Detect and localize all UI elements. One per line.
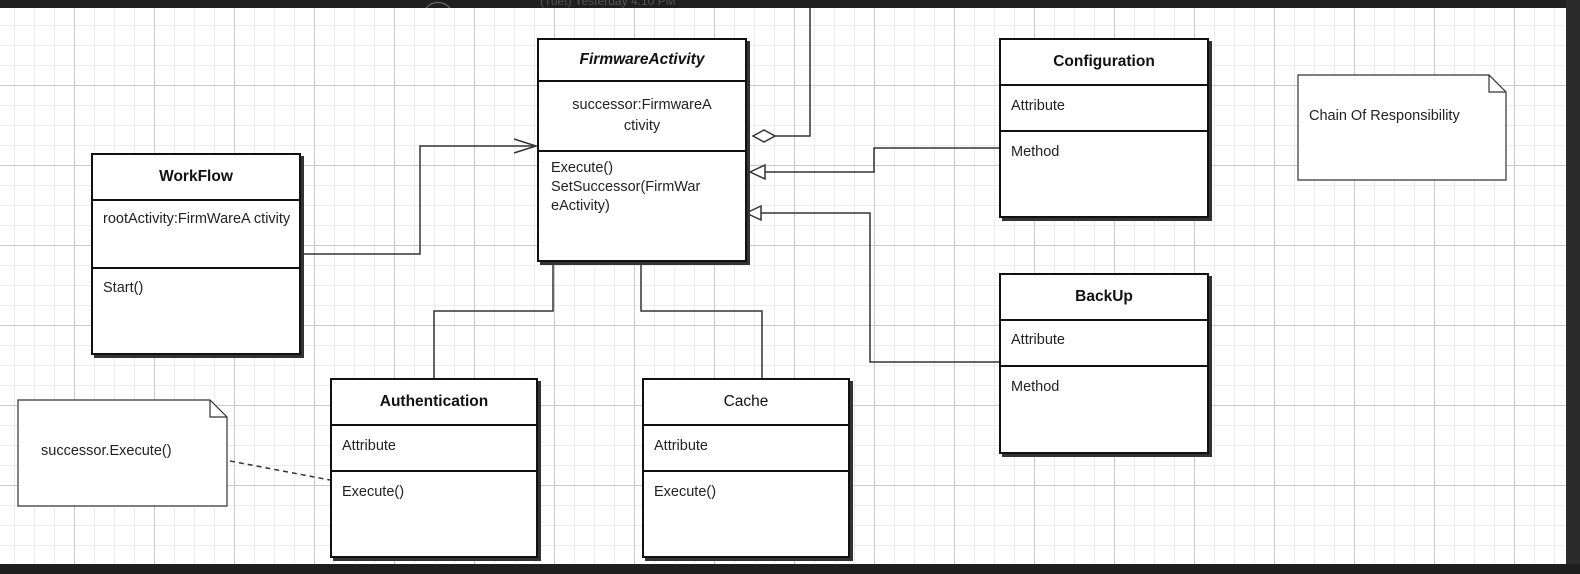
class-methods: Execute(): [342, 484, 405, 500]
class-configuration[interactable]: Configuration Attribute Method: [999, 38, 1209, 218]
class-name: Configuration: [1001, 40, 1207, 86]
note-pattern-text: Chain Of Responsibility: [1309, 108, 1460, 124]
note-successor-text: successor.Execute(): [41, 443, 172, 459]
right-edge: [1566, 0, 1580, 574]
top-bar: (Tuet) Yesterday 4:10 PM: [0, 0, 1580, 34]
class-attributes: Attribute: [1001, 321, 1207, 367]
class-methods: Execute() SetSuccessor(FirmWar eActivity…: [539, 152, 745, 260]
diagram-canvas[interactable]: FirmwareActivity successor:FirmwareA cti…: [0, 8, 1566, 564]
class-attributes: rootActivity:FirmWareA ctivity: [93, 201, 299, 269]
generalization-arrow-backup: [744, 204, 762, 222]
class-methods: Method: [1011, 144, 1060, 160]
note-pattern[interactable]: Chain Of Responsibility: [1298, 75, 1506, 180]
class-authentication[interactable]: Authentication Attribute Execute(): [330, 378, 538, 558]
top-bar-label: (Tuet) Yesterday 4:10 PM: [540, 0, 676, 8]
class-cache[interactable]: Cache Attribute Execute(): [642, 378, 850, 558]
association-link: [302, 145, 536, 255]
class-attributes: Attribute: [644, 426, 848, 472]
note-successor[interactable]: successor.Execute(): [18, 400, 227, 506]
class-methods: Execute(): [654, 484, 717, 500]
association-arrowhead: [513, 138, 539, 154]
class-attributes: successor:FirmwareA ctivity: [539, 82, 745, 152]
class-attributes: Attribute: [1001, 86, 1207, 132]
class-methods: Start(): [103, 280, 144, 296]
class-name: BackUp: [1001, 275, 1207, 321]
class-attributes: Attribute: [332, 426, 536, 472]
composition-link: [775, 8, 811, 137]
note-link: [229, 460, 331, 481]
generalization-cache: [640, 264, 763, 378]
method-set-successor: SetSuccessor(FirmWar eActivity): [551, 179, 701, 214]
class-firmware-activity[interactable]: FirmwareActivity successor:FirmwareA cti…: [537, 38, 747, 262]
class-name: WorkFlow: [93, 155, 299, 201]
class-backup[interactable]: BackUp Attribute Method: [999, 273, 1209, 454]
class-name: Cache: [644, 380, 848, 426]
class-methods: Method: [1011, 379, 1060, 395]
composition-diamond: [751, 129, 777, 143]
method-execute: Execute(): [551, 160, 614, 176]
generalization-configuration: [765, 147, 1000, 173]
class-name: Authentication: [332, 380, 536, 426]
generalization-backup: [761, 212, 1000, 363]
bottom-edge: [0, 564, 1580, 574]
generalization-arrow-configuration: [748, 163, 766, 181]
generalization-authentication: [433, 264, 554, 378]
class-name: FirmwareActivity: [539, 40, 745, 82]
class-workflow[interactable]: WorkFlow rootActivity:FirmWareA ctivity …: [91, 153, 301, 355]
